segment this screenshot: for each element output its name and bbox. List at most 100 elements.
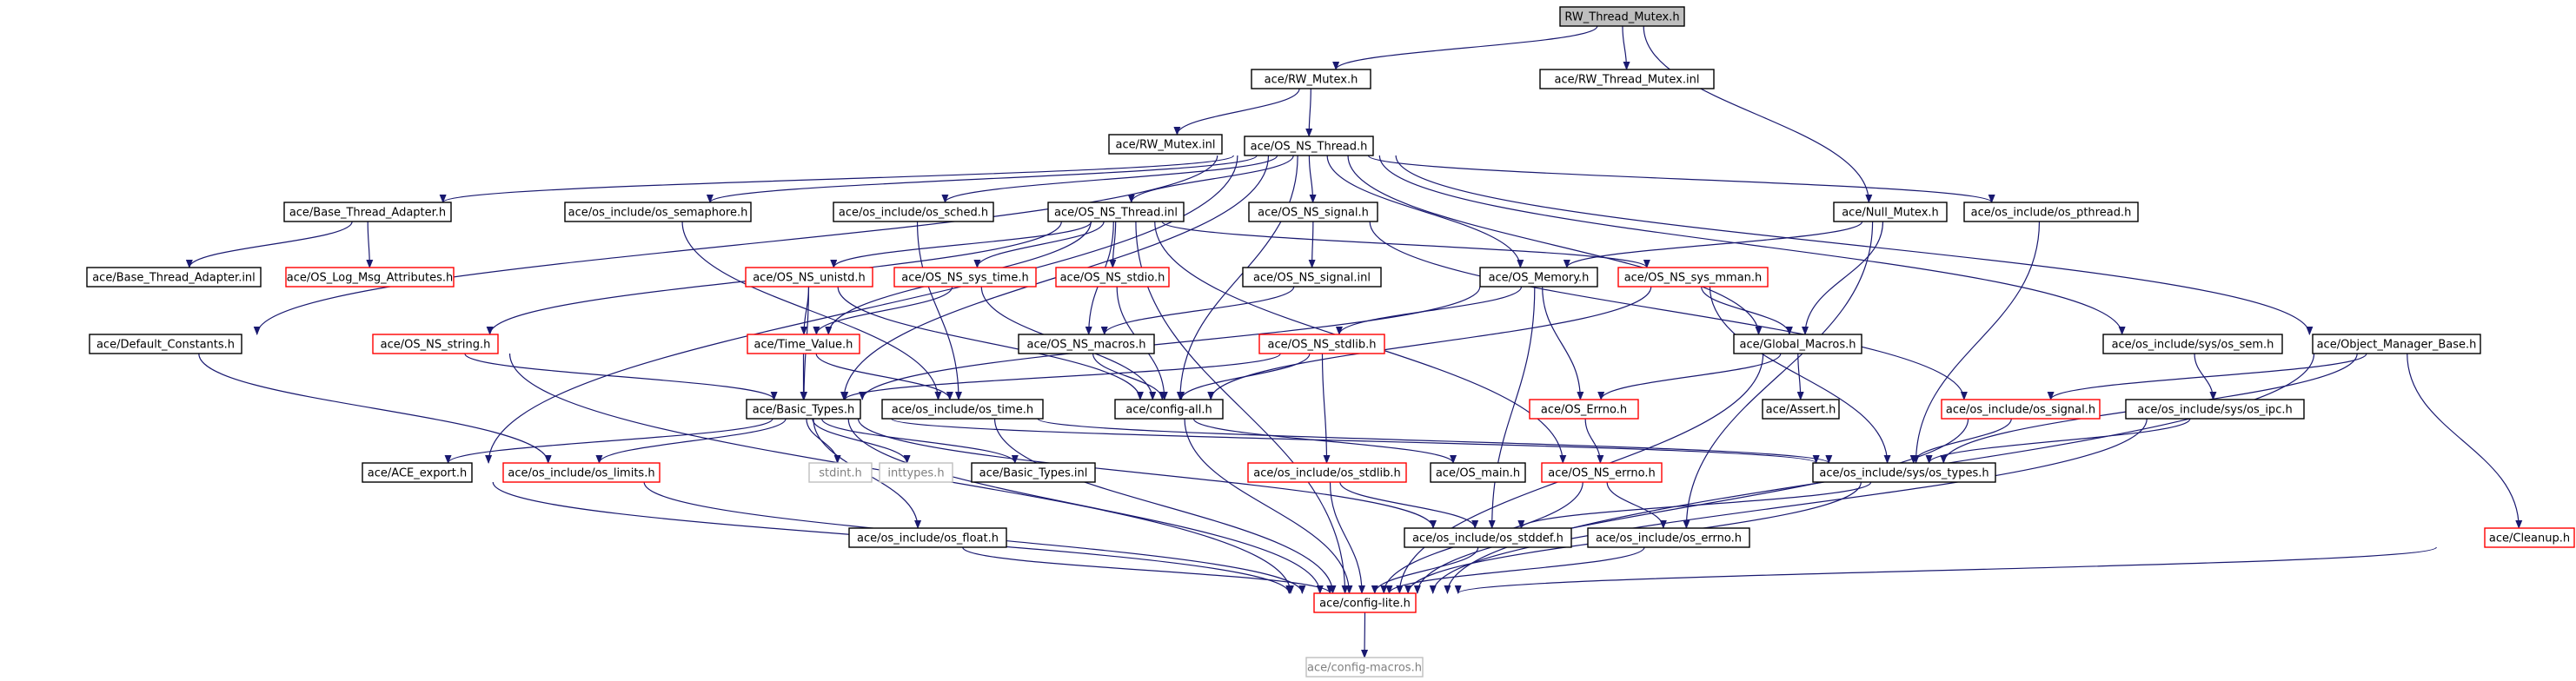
node-null_mutex_h[interactable]: ace/Null_Mutex.h	[1833, 202, 1948, 222]
node-os_ns_errno_h[interactable]: ace/OS_NS_errno.h	[1541, 462, 1663, 483]
node-box-assert_h[interactable]	[1762, 399, 1840, 420]
node-os_ns_unistd_h[interactable]: ace/OS_NS_unistd.h	[745, 267, 873, 288]
node-os_ns_sys_time_h[interactable]: ace/OS_NS_sys_time.h	[893, 267, 1037, 288]
node-os_ns_signal_h[interactable]: ace/OS_NS_signal.h	[1248, 202, 1378, 222]
node-rw_thread_mutex_inl[interactable]: ace/RW_Thread_Mutex.inl	[1539, 69, 1715, 89]
node-config_macros_h[interactable]: ace/config-macros.h	[1305, 657, 1424, 678]
node-box-os_errno_inc_h[interactable]	[1587, 527, 1750, 548]
node-box-os_limits_h[interactable]	[502, 462, 661, 483]
node-box-os_ipc_h[interactable]	[2125, 399, 2305, 420]
node-box-os_sched_h[interactable]	[833, 202, 994, 222]
node-box-root[interactable]	[1559, 6, 1685, 27]
node-os_ns_thread_h[interactable]: ace/OS_NS_Thread.h	[1244, 136, 1374, 156]
node-cleanup_h[interactable]: ace/Cleanup.h	[2484, 527, 2575, 548]
node-box-base_thread_adapter_h[interactable]	[283, 202, 452, 222]
node-box-os_ns_thread_h[interactable]	[1244, 136, 1374, 156]
node-os_ns_string_h[interactable]: ace/OS_NS_string.h	[372, 334, 499, 354]
node-os_log_msg_attributes_h[interactable]: ace/OS_Log_Msg_Attributes.h	[285, 267, 455, 288]
node-os_memory_h[interactable]: ace/OS_Memory.h	[1479, 267, 1598, 288]
node-box-default_constants_h[interactable]	[89, 334, 242, 354]
node-assert_h[interactable]: ace/Assert.h	[1762, 399, 1840, 420]
node-config_lite_h[interactable]: ace/config-lite.h	[1313, 592, 1417, 613]
node-box-os_ns_unistd_h[interactable]	[745, 267, 873, 288]
node-os_limits_h[interactable]: ace/os_include/os_limits.h	[502, 462, 661, 483]
node-box-os_ns_stdio_h[interactable]	[1055, 267, 1170, 288]
node-box-inttypes_h[interactable]	[879, 462, 953, 483]
node-box-rw_mutex_h[interactable]	[1251, 69, 1371, 89]
node-os_ns_sys_mman_h[interactable]: ace/OS_NS_sys_mman.h	[1617, 267, 1769, 288]
node-os_types_h[interactable]: ace/os_include/sys/os_types.h	[1812, 462, 1996, 483]
node-os_errno_inc_h[interactable]: ace/os_include/os_errno.h	[1587, 527, 1750, 548]
node-os_ns_thread_inl[interactable]: ace/OS_NS_Thread.inl	[1047, 202, 1185, 222]
node-box-os_signal_h[interactable]	[1941, 399, 2101, 420]
node-box-ace_export_h[interactable]	[362, 462, 473, 483]
node-box-os_ns_string_h[interactable]	[372, 334, 499, 354]
node-os_sem_h[interactable]: ace/os_include/sys/os_sem.h	[2102, 334, 2283, 354]
node-default_constants_h[interactable]: ace/Default_Constants.h	[89, 334, 242, 354]
node-os_ipc_h[interactable]: ace/os_include/sys/os_ipc.h	[2125, 399, 2305, 420]
node-os_errno_h[interactable]: ace/OS_Errno.h	[1529, 399, 1639, 420]
node-ace_export_h[interactable]: ace/ACE_export.h	[362, 462, 473, 483]
node-box-os_ns_thread_inl[interactable]	[1047, 202, 1185, 222]
node-basic_types_h[interactable]: ace/Basic_Types.h	[746, 399, 861, 420]
node-box-os_memory_h[interactable]	[1479, 267, 1598, 288]
node-box-os_errno_h[interactable]	[1529, 399, 1639, 420]
node-os_main_h[interactable]: ace/OS_main.h	[1430, 462, 1526, 483]
node-basic_types_inl[interactable]: ace/Basic_Types.inl	[971, 462, 1096, 483]
node-os_ns_macros_h[interactable]: ace/OS_NS_macros.h	[1018, 334, 1155, 354]
node-os_float_h[interactable]: ace/os_include/os_float.h	[848, 527, 1007, 548]
node-box-os_ns_signal_h[interactable]	[1248, 202, 1378, 222]
node-stdint_h[interactable]: stdint.h	[808, 462, 873, 483]
node-box-os_time_h[interactable]	[881, 399, 1044, 420]
node-base_thread_adapter_h[interactable]: ace/Base_Thread_Adapter.h	[283, 202, 452, 222]
node-inttypes_h[interactable]: inttypes.h	[879, 462, 953, 483]
node-box-os_ns_errno_h[interactable]	[1541, 462, 1663, 483]
node-box-rw_thread_mutex_inl[interactable]	[1539, 69, 1715, 89]
node-box-os_ns_macros_h[interactable]	[1018, 334, 1155, 354]
node-os_sched_h[interactable]: ace/os_include/os_sched.h	[833, 202, 994, 222]
node-rw_mutex_h[interactable]: ace/RW_Mutex.h	[1251, 69, 1371, 89]
node-box-os_ns_signal_inl[interactable]	[1242, 267, 1382, 288]
node-os_pthread_h[interactable]: ace/os_include/os_pthread.h	[1963, 202, 2139, 222]
node-box-os_semaphore_h[interactable]	[564, 202, 752, 222]
node-box-os_stdlib_h[interactable]	[1247, 462, 1407, 483]
node-os_signal_h[interactable]: ace/os_include/os_signal.h	[1941, 399, 2101, 420]
node-box-config_macros_h[interactable]	[1305, 657, 1424, 678]
node-box-os_log_msg_attributes_h[interactable]	[285, 267, 455, 288]
node-box-os_main_h[interactable]	[1430, 462, 1526, 483]
node-box-rw_mutex_inl[interactable]	[1108, 134, 1223, 155]
node-box-object_manager_base_h[interactable]	[2312, 334, 2481, 354]
node-os_time_h[interactable]: ace/os_include/os_time.h	[881, 399, 1044, 420]
node-box-os_pthread_h[interactable]	[1963, 202, 2139, 222]
node-os_stddef_h[interactable]: ace/os_include/os_stddef.h	[1404, 527, 1572, 548]
node-box-os_ns_sys_mman_h[interactable]	[1617, 267, 1769, 288]
node-box-config_lite_h[interactable]	[1313, 592, 1417, 613]
node-os_stdlib_h[interactable]: ace/os_include/os_stdlib.h	[1247, 462, 1407, 483]
node-os_ns_stdlib_h[interactable]: ace/OS_NS_stdlib.h	[1258, 334, 1385, 354]
node-box-cleanup_h[interactable]	[2484, 527, 2575, 548]
node-box-os_ns_stdlib_h[interactable]	[1258, 334, 1385, 354]
node-box-base_thread_adapter_inl[interactable]	[86, 267, 262, 288]
node-root[interactable]: RW_Thread_Mutex.h	[1559, 6, 1685, 27]
node-box-os_stddef_h[interactable]	[1404, 527, 1572, 548]
node-box-os_ns_sys_time_h[interactable]	[893, 267, 1037, 288]
node-box-os_sem_h[interactable]	[2102, 334, 2283, 354]
node-time_value_h[interactable]: ace/Time_Value.h	[747, 334, 860, 354]
node-box-global_macros_h[interactable]	[1733, 334, 1862, 354]
node-config_all_h[interactable]: ace/config-all.h	[1114, 399, 1224, 420]
node-box-os_types_h[interactable]	[1812, 462, 1996, 483]
node-object_manager_base_h[interactable]: ace/Object_Manager_Base.h	[2312, 334, 2481, 354]
node-box-stdint_h[interactable]	[808, 462, 873, 483]
node-box-basic_types_h[interactable]	[746, 399, 861, 420]
node-box-null_mutex_h[interactable]	[1833, 202, 1948, 222]
node-box-config_all_h[interactable]	[1114, 399, 1224, 420]
node-base_thread_adapter_inl[interactable]: ace/Base_Thread_Adapter.inl	[86, 267, 262, 288]
node-rw_mutex_inl[interactable]: ace/RW_Mutex.inl	[1108, 134, 1223, 155]
node-global_macros_h[interactable]: ace/Global_Macros.h	[1733, 334, 1862, 354]
node-box-basic_types_inl[interactable]	[971, 462, 1096, 483]
node-os_ns_signal_inl[interactable]: ace/OS_NS_signal.inl	[1242, 267, 1382, 288]
node-os_semaphore_h[interactable]: ace/os_include/os_semaphore.h	[564, 202, 752, 222]
node-os_ns_stdio_h[interactable]: ace/OS_NS_stdio.h	[1055, 267, 1170, 288]
node-box-time_value_h[interactable]	[747, 334, 860, 354]
node-box-os_float_h[interactable]	[848, 527, 1007, 548]
